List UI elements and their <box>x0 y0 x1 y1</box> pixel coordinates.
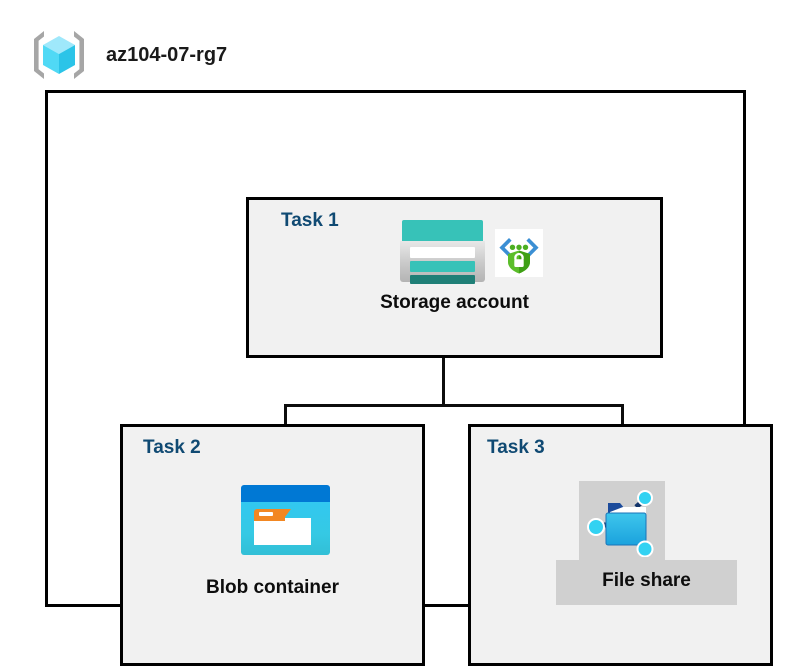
storage-account-icon <box>400 220 485 284</box>
secure-shield-icon <box>495 229 543 277</box>
file-share-caption-backdrop <box>556 560 737 605</box>
connector-task1-stem <box>442 358 445 406</box>
file-share-icon <box>586 485 661 558</box>
blob-container-caption: Blob container <box>205 577 339 598</box>
file-share-caption: File share <box>602 570 691 591</box>
task-3-label: Task 3 <box>487 437 545 458</box>
resource-group-frame: Task 1 Storage account Task 2 <box>45 90 773 666</box>
resource-group-header: az104-07-rg7 <box>30 26 370 84</box>
task-2-box: Task 2 <box>120 424 425 666</box>
resource-group-icon <box>30 27 88 83</box>
task-2-label: Task 2 <box>143 437 201 458</box>
resource-group-title: az104-07-rg7 <box>106 43 228 66</box>
storage-account-caption: Storage account <box>380 292 529 313</box>
blob-container-icon <box>241 485 330 555</box>
task-1-label: Task 1 <box>281 210 339 231</box>
connector-horizontal-bar <box>284 404 624 407</box>
